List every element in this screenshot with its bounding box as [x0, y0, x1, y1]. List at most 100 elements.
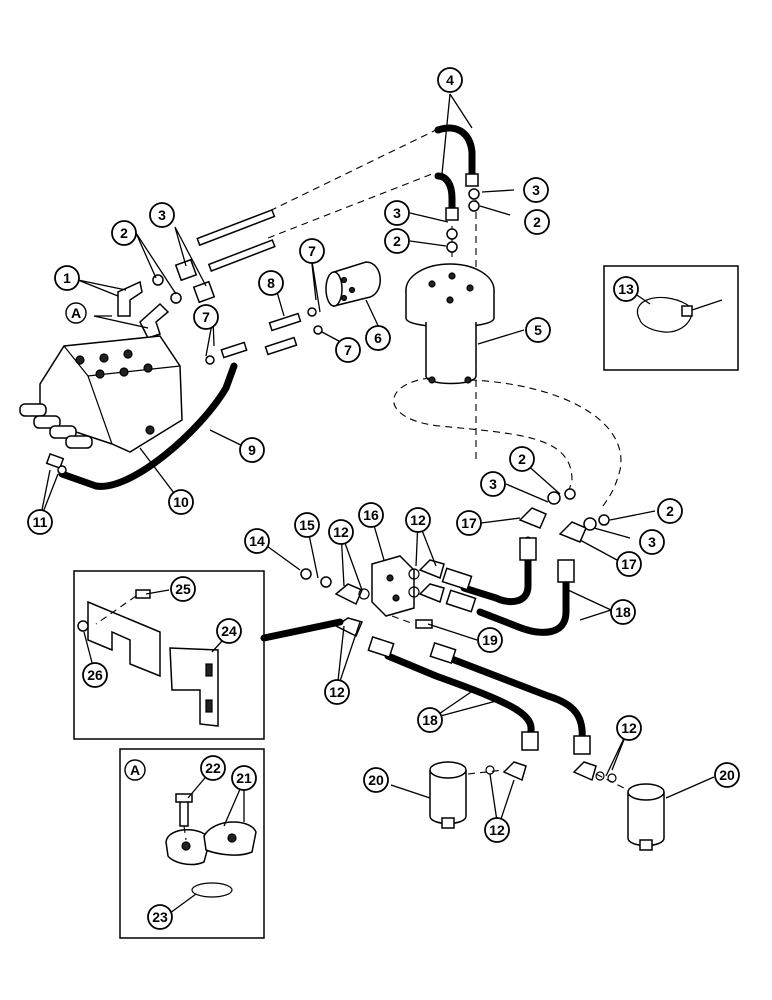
svg-text:23: 23 — [152, 909, 168, 925]
svg-text:2: 2 — [518, 451, 526, 467]
callout-12: 12 — [324, 679, 350, 705]
svg-text:18: 18 — [615, 604, 631, 620]
svg-text:19: 19 — [482, 632, 498, 648]
svg-text:18: 18 — [422, 712, 438, 728]
callout-12: 12 — [616, 715, 642, 741]
callout-7: 7 — [335, 337, 361, 363]
svg-text:12: 12 — [329, 684, 345, 700]
callout-9: 9 — [239, 437, 265, 463]
callout-2: 2 — [384, 228, 410, 254]
callout-12: 12 — [484, 817, 510, 843]
svg-text:21: 21 — [236, 770, 252, 786]
callout-18: 18 — [417, 707, 443, 733]
callout-14: 14 — [244, 528, 270, 554]
svg-text:12: 12 — [333, 524, 349, 540]
svg-text:17: 17 — [621, 556, 637, 572]
callout-11: 11 — [27, 509, 53, 535]
svg-text:20: 20 — [368, 772, 384, 788]
svg-text:3: 3 — [158, 207, 166, 223]
inset-frame-a — [119, 748, 265, 939]
callout-2: 2 — [111, 220, 137, 246]
svg-text:13: 13 — [618, 281, 634, 297]
svg-text:16: 16 — [363, 507, 379, 523]
callout-19: 19 — [477, 627, 503, 653]
callout-16: 16 — [358, 502, 384, 528]
svg-text:10: 10 — [173, 494, 189, 510]
svg-text:24: 24 — [221, 623, 237, 639]
inset-a-label: A — [124, 759, 146, 781]
hose-18c — [384, 652, 535, 740]
svg-text:22: 22 — [205, 760, 221, 776]
svg-text:3: 3 — [648, 534, 656, 550]
inset-frame-bracket — [73, 570, 265, 740]
callout-6: 6 — [365, 325, 391, 351]
svg-text:11: 11 — [33, 514, 48, 530]
svg-text:2: 2 — [393, 233, 401, 249]
hose-4a — [434, 124, 476, 178]
callout-12: 12 — [405, 507, 431, 533]
svg-text:25: 25 — [175, 581, 191, 597]
callout-21: 21 — [231, 765, 257, 791]
inset-a-drawing — [165, 793, 257, 898]
callout-17: 17 — [456, 510, 482, 536]
svg-text:3: 3 — [532, 182, 540, 198]
svg-text:9: 9 — [248, 442, 256, 458]
motor-unit — [325, 261, 381, 307]
callout-18: 18 — [610, 599, 636, 625]
tube-9 — [58, 362, 238, 490]
svg-text:2: 2 — [533, 214, 541, 230]
svg-text:3: 3 — [393, 205, 401, 221]
hose-18d — [440, 652, 586, 744]
svg-text:3: 3 — [489, 476, 497, 492]
callout-3: 3 — [523, 177, 549, 203]
svg-text:6: 6 — [374, 330, 382, 346]
dash-hose-lower — [267, 173, 433, 239]
callout-25: 25 — [170, 576, 196, 602]
cylinder-right — [627, 783, 665, 851]
callout-10: 10 — [168, 489, 194, 515]
svg-text:12: 12 — [489, 822, 505, 838]
cable-tie-drawing — [637, 296, 723, 333]
callout-17: 17 — [616, 551, 642, 577]
callout-2: 2 — [509, 446, 535, 472]
bracket-drawing — [77, 589, 219, 727]
svg-text:1: 1 — [63, 270, 71, 286]
callout-26: 26 — [82, 662, 108, 688]
svg-text:7: 7 — [344, 342, 352, 358]
callout-20: 20 — [363, 767, 389, 793]
svg-text:26: 26 — [87, 667, 103, 683]
callout-4: 4 — [437, 67, 463, 93]
svg-text:2: 2 — [666, 503, 674, 519]
svg-text:14: 14 — [249, 533, 265, 549]
callout-15: 15 — [294, 512, 320, 538]
callout-5: 5 — [525, 317, 551, 343]
callout-8: 8 — [258, 270, 284, 296]
svg-text:12: 12 — [410, 512, 426, 528]
callout-2: 2 — [657, 498, 683, 524]
callout-2: 2 — [524, 209, 550, 235]
callout-3: 3 — [384, 200, 410, 226]
callout-7: 7 — [299, 238, 325, 264]
view-a-pointer: A — [65, 302, 87, 324]
callout-3: 3 — [480, 471, 506, 497]
control-valve — [19, 335, 183, 453]
callout-3: 3 — [149, 202, 175, 228]
svg-text:5: 5 — [534, 322, 542, 338]
callout-1: 1 — [54, 265, 80, 291]
svg-text:15: 15 — [299, 517, 315, 533]
svg-text:8: 8 — [267, 275, 275, 291]
inset-frame-cable-tie — [603, 265, 739, 371]
svg-text:7: 7 — [202, 309, 210, 325]
hose-4b — [434, 172, 456, 214]
svg-text:4: 4 — [446, 72, 454, 88]
callout-22: 22 — [200, 755, 226, 781]
svg-text:A: A — [71, 305, 81, 321]
cylinder-left — [429, 761, 467, 829]
svg-text:7: 7 — [308, 243, 316, 259]
callout-23: 23 — [147, 904, 173, 930]
svg-text:A: A — [130, 762, 140, 778]
svg-text:20: 20 — [719, 767, 735, 783]
svg-text:17: 17 — [461, 515, 477, 531]
